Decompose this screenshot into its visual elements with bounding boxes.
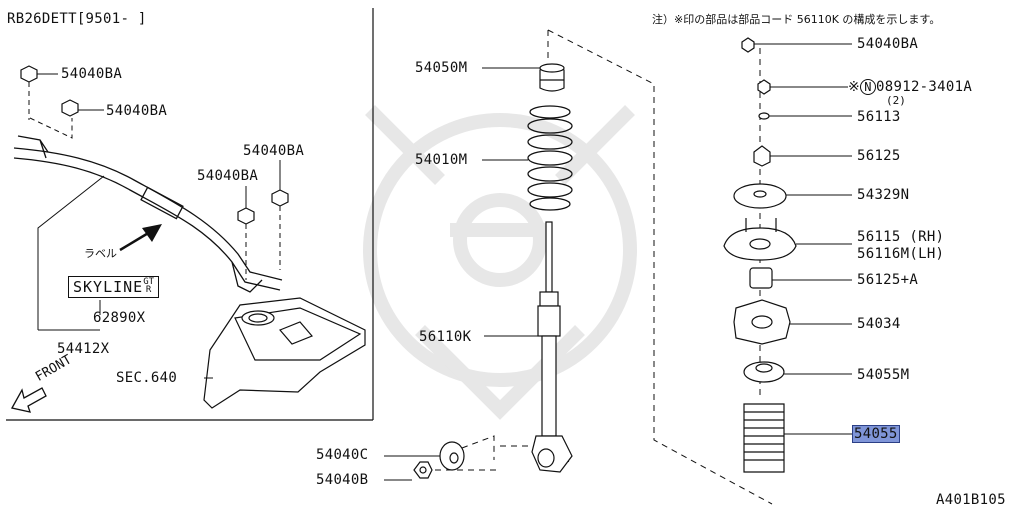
coil-spring (527, 105, 573, 211)
label-54055m[interactable]: 54055M (857, 367, 910, 383)
lower-washer-nut (413, 441, 465, 479)
watermark-emblem (363, 105, 637, 420)
label-56115-rh[interactable]: 56115 (RH) (857, 229, 945, 245)
skyline-sup-r: R (145, 285, 152, 295)
model-code: RB26DETT[9501- ] (7, 11, 147, 27)
label-54040ba-right[interactable]: 54040BA (857, 36, 919, 52)
note-mark: ※ (848, 79, 861, 95)
label-56125a[interactable]: 56125+A (857, 272, 919, 288)
label-54040ba-1[interactable]: 54040BA (61, 66, 123, 82)
label-54055-selected[interactable]: 54055 (852, 425, 900, 443)
left-leader-lines (37, 73, 281, 331)
label-54040b[interactable]: 54040B (316, 472, 369, 488)
label-arrow (119, 224, 162, 252)
body-panel (203, 297, 366, 409)
label-54412x[interactable]: 54412X (57, 341, 110, 357)
label-54329n[interactable]: 54329N (857, 187, 910, 203)
parts-note: 注）※印の部品は部品コード 56110K の構成を示します。 (652, 13, 941, 26)
skyline-sup-gt: GT (143, 277, 155, 287)
label-56110k[interactable]: 56110K (419, 329, 472, 345)
nut-quantity: (2) (886, 94, 906, 107)
n-circle-icon: N (860, 79, 877, 95)
label-56125[interactable]: 56125 (857, 148, 901, 164)
shock-absorber (531, 221, 573, 473)
left-dashed-guides (28, 82, 281, 280)
skyline-text: SKYLINE (73, 278, 144, 296)
label-54040ba-2[interactable]: 54040BA (106, 103, 168, 119)
label-callout: ラベル (84, 247, 117, 260)
label-sec640[interactable]: SEC.640 (116, 370, 178, 386)
label-54040ba-3[interactable]: 54040BA (243, 143, 305, 159)
center-leader-lines (384, 67, 540, 481)
label-54010m[interactable]: 54010M (415, 152, 468, 168)
bump-stopper (539, 63, 565, 92)
diagram-id: A401B105 (936, 492, 1006, 508)
stabilizer-bolts (20, 65, 289, 225)
label-54040ba-4[interactable]: 54040BA (197, 168, 259, 184)
front-arrow-icon (11, 387, 47, 413)
stabilizer-bar (13, 135, 283, 293)
label-56116m-lh[interactable]: 56116M(LH) (857, 246, 945, 262)
label-54040c[interactable]: 54040C (316, 447, 369, 463)
right-components (723, 37, 797, 473)
label-56113[interactable]: 56113 (857, 109, 901, 125)
left-panel-frame (6, 8, 374, 421)
label-54050m[interactable]: 54050M (415, 60, 468, 76)
label-54034[interactable]: 54034 (857, 316, 901, 332)
right-leader-lines (754, 43, 852, 435)
nut-code: 08912-3401A (876, 79, 973, 95)
label-62890x[interactable]: 62890X (93, 310, 146, 326)
